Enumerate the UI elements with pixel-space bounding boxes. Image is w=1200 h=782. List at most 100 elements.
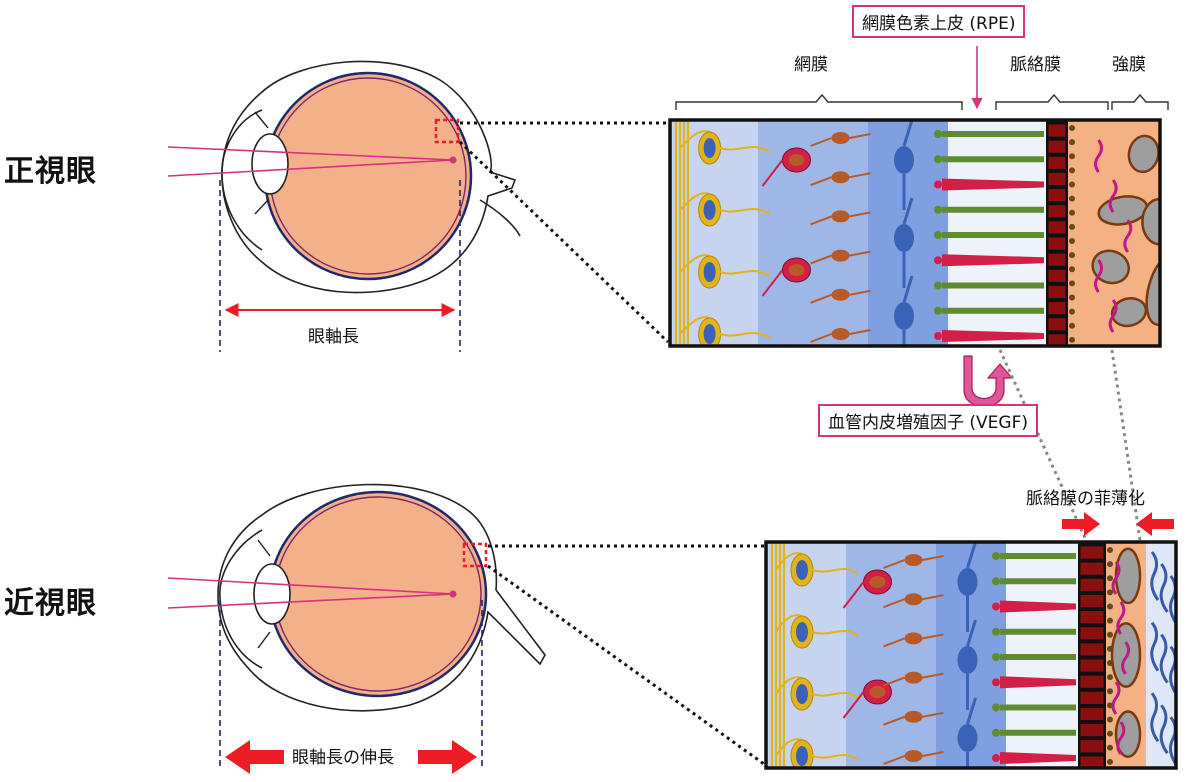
normal-eye-globe <box>263 71 473 281</box>
myopic-cone-nucleus <box>992 678 1000 687</box>
normal-rod-nucleus <box>934 205 942 214</box>
myopic-choroid-melanocyte <box>1111 561 1121 595</box>
myopic-rpe-cell <box>1079 755 1105 768</box>
myopic-rod-nucleus <box>992 703 1000 712</box>
normal-nerve-cell-nucleus <box>703 200 716 220</box>
normal-nerve-branch <box>719 332 771 339</box>
normal-eye-lens <box>251 133 289 195</box>
normal-bruch-dot <box>1069 308 1075 315</box>
myopic-rod-nucleus <box>992 728 1000 737</box>
normal-rod-nucleus <box>934 281 942 290</box>
myopic-nerve-branch <box>811 754 859 761</box>
normal-ganglion-process <box>902 275 914 346</box>
normal-bruch-dot <box>1069 181 1075 188</box>
myopic-rpe-cell <box>1079 626 1105 641</box>
normal-rpe-cell <box>1047 301 1067 316</box>
myopic-bipolar-process <box>883 711 944 726</box>
myopic-rpe-cell <box>1079 577 1105 592</box>
normal-choroid-vessel <box>1145 253 1160 326</box>
choroid-bracket <box>995 93 1109 110</box>
myopic-bipolar-process <box>883 555 944 569</box>
rpe-label: 網膜色素上皮 (RPE) <box>852 5 1026 38</box>
normal-bruch-dot <box>1069 139 1075 146</box>
myopic-sclera-fiber <box>1150 551 1160 601</box>
normal-sclera-fiber <box>1196 201 1200 249</box>
normal-rod-nucleus <box>934 130 942 138</box>
myopic-bruch-dot <box>1107 603 1113 610</box>
normal-bruch-dot <box>1069 238 1075 244</box>
normal-bruch-dot <box>1069 167 1075 174</box>
myopic-ganglion-cell <box>957 724 978 752</box>
normal-bruch-dot <box>1069 195 1075 202</box>
choroid-label: 脈絡膜 <box>1010 55 1061 75</box>
myopic-bipolar-cell <box>904 710 923 723</box>
normal-rpe-cell <box>1047 155 1067 170</box>
myopic-bipolar-process <box>883 751 944 765</box>
normal-ganglion-cell <box>894 146 914 174</box>
myopic-choroid-vessel <box>1114 547 1142 605</box>
normal-sclera-layer <box>1190 120 1200 346</box>
normal-nerve-cell-nucleus <box>703 138 716 158</box>
normal-bruch-dot <box>1069 280 1075 287</box>
normal-choroid-vessel <box>1127 134 1160 174</box>
normal-bipolar-cell <box>831 328 850 340</box>
myopic-eye-drawing <box>167 483 546 774</box>
myopic-sclera-fiber <box>1169 575 1176 625</box>
myopic-ganglion-cell <box>957 568 978 596</box>
myopic-eye-focus-point <box>449 590 457 598</box>
myopic-bipolar-cell <box>904 593 923 606</box>
retina-bracket <box>675 93 963 110</box>
normal-cone-nucleus <box>934 180 942 189</box>
normal-cone-nucleus <box>934 332 942 340</box>
myopic-rpe-cell <box>1079 642 1105 657</box>
myopic-cone-nucleus <box>992 602 1000 611</box>
myopic-ganglion-process <box>966 619 977 710</box>
normal-ganglion-process <box>902 197 914 288</box>
normal-choroid-melanocyte <box>1094 259 1103 293</box>
myopic-choroid-melanocyte <box>1116 601 1126 635</box>
normal-eye-focus-point <box>449 156 457 164</box>
myopic-rpe-cell <box>1079 723 1105 738</box>
normal-sclera-fiber <box>1196 130 1200 178</box>
normal-cone-nucleus <box>934 256 942 265</box>
normal-rod-cell <box>942 131 1044 137</box>
myopic-bipolar-process <box>883 672 944 687</box>
normal-choroid-melanocyte <box>1108 299 1118 333</box>
myopic-nerve-branch <box>811 630 859 637</box>
myopic-bruch-dot <box>1107 716 1113 723</box>
myopic-nerve-branch <box>775 552 803 571</box>
retina-label: 網膜 <box>794 55 828 75</box>
myopic-bipolar-cell <box>904 554 923 566</box>
normal-amacrine-process <box>761 269 784 297</box>
normal-rod-cell <box>942 307 1044 314</box>
myopic-bruch-dot <box>1107 617 1113 624</box>
myopic-rpe-cell <box>1079 739 1105 754</box>
myopic-amacrine-process <box>842 691 865 719</box>
myopic-sclera-fiber <box>1159 633 1169 684</box>
normal-nerve-branch <box>719 208 771 215</box>
myopic-nerve-branch <box>811 692 859 699</box>
normal-amacrine-process <box>761 159 784 187</box>
myopic-bruch-dot <box>1107 631 1113 638</box>
myopic-rpe-cell <box>1079 561 1105 576</box>
normal-rod-nucleus <box>934 155 942 164</box>
axial-length-label: 眼軸長 <box>308 327 359 347</box>
vegf-label: 血管内皮増殖因子 (VEGF) <box>818 404 1038 437</box>
normal-nerve-branch <box>719 146 771 153</box>
normal-bipolar-cell <box>831 132 850 144</box>
normal-eye-label: 正視眼 <box>4 154 97 189</box>
normal-rod-nucleus <box>934 231 942 239</box>
myopic-rod-cell <box>1000 578 1076 585</box>
normal-nerve-cell-nucleus <box>703 262 716 282</box>
myopic-bruch-dot <box>1107 758 1113 765</box>
normal-bruch-dot <box>1069 223 1075 230</box>
normal-sclera-fiber <box>1196 271 1200 319</box>
myopic-bruch-dot <box>1107 547 1113 553</box>
myopic-bruch-dot <box>1107 575 1113 582</box>
myopic-retina-mid-layer <box>846 542 936 768</box>
normal-rod-cell <box>942 156 1044 163</box>
myopic-amacrine-process <box>842 581 865 609</box>
normal-bipolar-process <box>810 172 871 187</box>
myopic-rod-cell <box>1000 704 1076 711</box>
myopic-nerve-branch <box>775 676 803 695</box>
